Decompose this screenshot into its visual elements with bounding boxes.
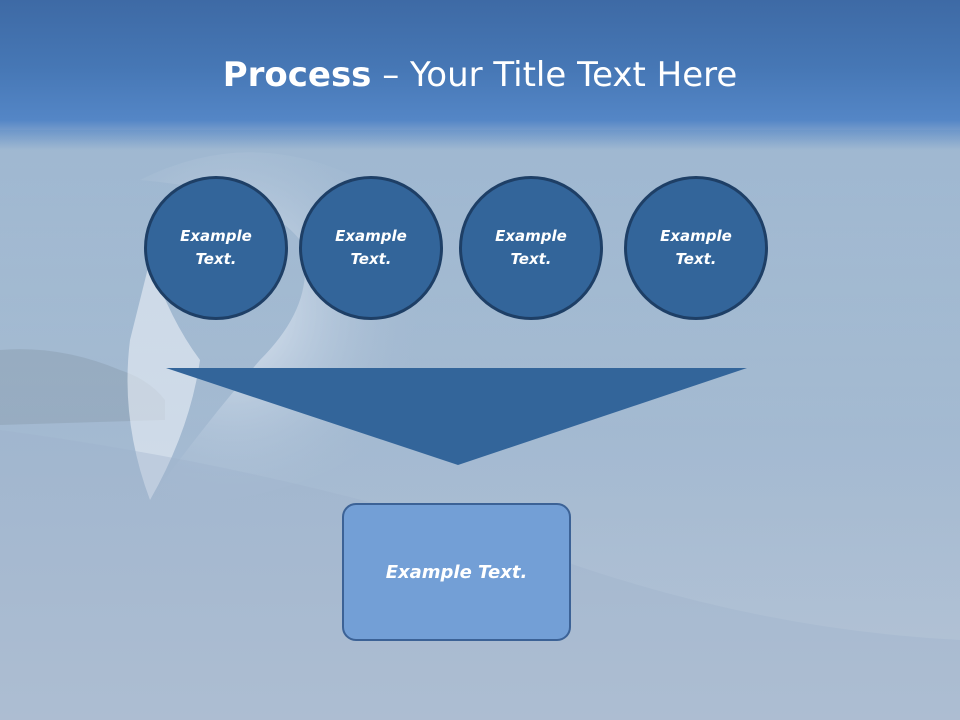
- process-circle-2-label: Example Text.: [335, 227, 407, 268]
- process-circle-4[interactable]: Example Text.: [624, 176, 768, 320]
- process-circle-3[interactable]: Example Text.: [459, 176, 603, 320]
- process-circle-2[interactable]: Example Text.: [299, 176, 443, 320]
- funnel-triangle[interactable]: [166, 368, 747, 465]
- title-band: [0, 0, 960, 150]
- title-bold: Process: [222, 55, 372, 95]
- title-rest: – Your Title Text Here: [371, 55, 738, 95]
- result-box-label: Example Text.: [385, 561, 528, 583]
- process-circle-1[interactable]: Example Text.: [144, 176, 288, 320]
- process-circle-4-label: Example Text.: [660, 227, 732, 268]
- process-circle-1-label: Example Text.: [180, 227, 252, 268]
- process-circle-3-label: Example Text.: [495, 227, 567, 268]
- result-box[interactable]: Example Text.: [342, 503, 571, 641]
- slide-title: Process – Your Title Text Here: [0, 52, 960, 98]
